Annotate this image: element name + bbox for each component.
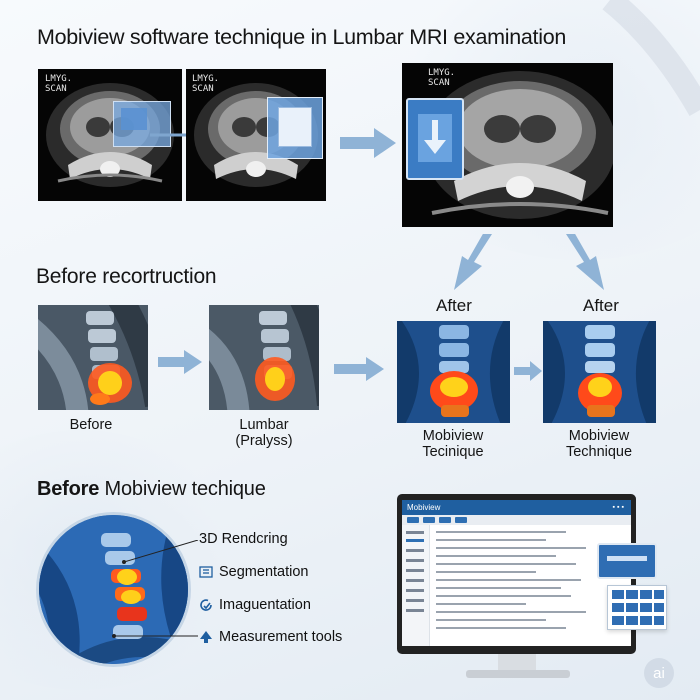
scan-label: LMYG. SCAN [45,74,73,94]
circle-arrow-icon [200,599,212,611]
feature-measurement-tools: Measurement tools [199,629,342,645]
app-title-bar: Mobiview ▪▪▪ [402,500,631,515]
segmentation-icon [199,566,213,578]
3d-spine-render [36,512,191,667]
spine-image-before [38,305,148,410]
feature-segmentation: Segmentation [199,564,308,580]
scan-label: LMYG. SCAN [192,74,220,94]
section-title-before-word: Before [37,478,100,500]
caption-mobiview-1-line2: Tecinique [422,444,484,460]
arrow-icon [158,350,202,374]
app-menu-bar [402,515,631,525]
menu-item[interactable] [407,517,419,523]
feature-3d-rendering: 3D Rendcring [199,531,288,547]
feature-label: Segmentation [219,564,309,580]
section-title-rest: Mobiview techique [99,478,266,500]
arrow-icon [566,234,604,290]
monitor-base [466,670,570,678]
arrow-icon [514,361,542,381]
after-label: After [436,296,472,315]
feature-label: 3D Rendcring [199,531,288,547]
spine-image-lumbar [209,305,319,410]
spine-image-mobiview-1 [397,321,510,423]
measure-icon [200,631,212,643]
arrow-icon [454,234,492,290]
monitor: Mobiview ▪▪▪ [397,494,636,654]
window-controls[interactable]: ▪▪▪ [612,504,626,511]
floating-panel [597,543,657,579]
menu-item[interactable] [455,517,467,523]
arrow-icon [340,128,396,158]
spine-image-mobiview-2 [543,321,656,423]
watermark-text: ai [653,664,665,682]
connector-lines [112,540,199,638]
feature-imaguentation: Imaguentation [199,597,311,613]
feature-label: Measurement tools [219,629,343,645]
after-label: After [583,296,619,315]
selection-overlay-inner [121,108,147,130]
app-sidebar [402,525,430,646]
caption-lumbar-line2: (Pralyss) [235,433,293,449]
section-title-before-mobiview: Before Mobiview techique [37,478,266,501]
monitor-stand [498,654,536,672]
caption-mobiview-1-line1: Mobiview [422,428,484,444]
background-spine-decoration [602,0,700,116]
mobiview-tablet-icon [406,98,464,180]
scan-label: LMYG. SCAN [428,68,456,88]
app-body [402,525,631,646]
section-title-before-reconstruction: Before recortruction [36,265,217,288]
software-panel-inner [278,107,312,147]
menu-item[interactable] [439,517,451,523]
watermark-badge: ai [644,658,674,688]
down-arrow-icon [424,120,446,154]
arrow-icon [334,357,384,381]
feature-label: Imaguentation [219,597,311,613]
menu-item[interactable] [423,517,435,523]
caption-lumbar-line1: Lumbar [239,417,289,433]
tile-grid-panel [607,585,667,630]
app-title: Mobiview [407,503,441,512]
caption-mobiview-2-line1: Mobiview [568,428,630,444]
monitor-screen: Mobiview ▪▪▪ [402,500,631,646]
caption-before: Before [69,417,113,433]
caption-mobiview-2-line2: Technique [565,444,633,460]
page-title: Mobiview software technique in Lumbar MR… [37,25,567,49]
